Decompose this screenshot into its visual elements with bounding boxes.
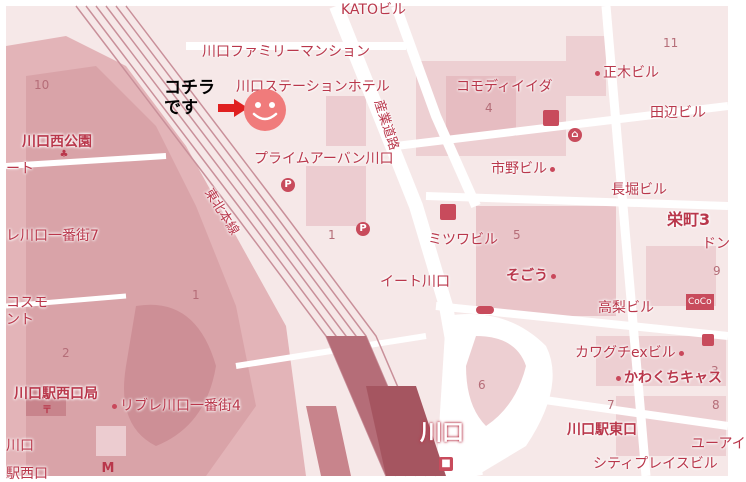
- label-ichino-building: 市野ビル: [491, 161, 558, 177]
- label-city-place-building: シティプレイスビル: [593, 456, 718, 472]
- label-yua: ユーアイ: [691, 436, 746, 452]
- label-cosmo-2: ント: [6, 312, 34, 328]
- block-number: 11: [663, 36, 679, 50]
- label-mitsuwa-building: ミツワビル: [428, 232, 498, 248]
- fast-food-icon: [702, 334, 714, 346]
- you-are-here-line-1: コチラ: [164, 78, 215, 98]
- label-station-hotel: 川口ステーションホテル: [236, 79, 390, 95]
- block-number: 10: [34, 78, 50, 92]
- block-number: 2: [62, 346, 70, 360]
- map-base-layer: [5, 3, 729, 478]
- label-masaki-building: 正木ビル: [592, 65, 659, 81]
- label-kawaguchi-east-exit: 川口駅東口: [567, 422, 637, 438]
- label-cosmo: コスモ: [6, 295, 48, 311]
- label-kawaguchi-ex-building: カワグチexビル: [575, 345, 687, 361]
- label-kawaguchi-station: 川口: [420, 421, 465, 446]
- block-number: 9: [713, 264, 721, 278]
- label-cart: ート: [6, 161, 34, 177]
- you-are-here-text: コチラ です: [164, 78, 215, 118]
- you-are-here-line-2: です: [164, 98, 198, 118]
- block-number: 6: [478, 378, 486, 392]
- bus-stop-icon: [476, 306, 494, 314]
- map[interactable]: 11 10 4 1 5 1 9 2 3 6 7 8 KATOビル 川口ファミリー…: [5, 2, 746, 482]
- label-eat-kawaguchi: イート川口: [380, 274, 450, 290]
- train-station-icon: ■: [439, 457, 453, 471]
- label-kawaguchi-left: 川口: [6, 438, 34, 454]
- right-arrow-icon: [218, 99, 248, 117]
- restaurant-icon: ⌂: [568, 128, 582, 142]
- smiley-face-icon[interactable]: [243, 88, 287, 132]
- label-takanashi-building: 高梨ビル: [598, 300, 654, 316]
- label-nagahori-building: 長堀ビル: [611, 182, 667, 198]
- block-number: 1: [192, 288, 200, 302]
- mcdonalds-icon: M: [101, 461, 115, 476]
- label-kawaguchi-cast: かわくちキャス: [613, 370, 722, 386]
- convenience-store-icon: [543, 110, 559, 126]
- label-kato-building: KATOビル: [341, 2, 406, 18]
- label-ribre-ichibangai-4: リブレ川口一番街4: [109, 398, 241, 414]
- label-coco: CoCo: [686, 294, 714, 310]
- block-number: 7: [607, 398, 615, 412]
- block-number: 3: [711, 364, 719, 378]
- block-number: 8: [712, 398, 720, 412]
- parking-icon: P: [356, 222, 370, 236]
- label-sogo: そごう: [506, 268, 559, 284]
- label-west-exit-post-office: 川口駅西口局: [14, 386, 98, 402]
- label-komodi-iida: コモディイイダ: [456, 79, 553, 95]
- parking-icon: P: [281, 178, 295, 192]
- label-prime-urban: プライムアーバン川口: [254, 151, 394, 167]
- block-number: 5: [513, 228, 521, 242]
- label-tanabe-building: 田辺ビル: [650, 105, 706, 121]
- label-west-exit-left: 駅西口: [6, 466, 48, 482]
- fast-food-icon: [440, 204, 456, 220]
- post-office-icon: 〒: [42, 405, 52, 416]
- label-sakaemachi-3: 栄町3: [667, 210, 711, 229]
- label-kawaguchi-west-park: 川口西公園: [22, 134, 92, 150]
- label-ribre-west-7: レ川口一番街7: [6, 228, 99, 244]
- label-don: ドン: [702, 236, 730, 252]
- park-tree-icon: ♣: [59, 149, 69, 160]
- label-kawaguchi-family-mansion: 川口ファミリーマンション: [202, 44, 370, 60]
- block-number: 4: [485, 101, 493, 115]
- block-number: 1: [328, 228, 336, 242]
